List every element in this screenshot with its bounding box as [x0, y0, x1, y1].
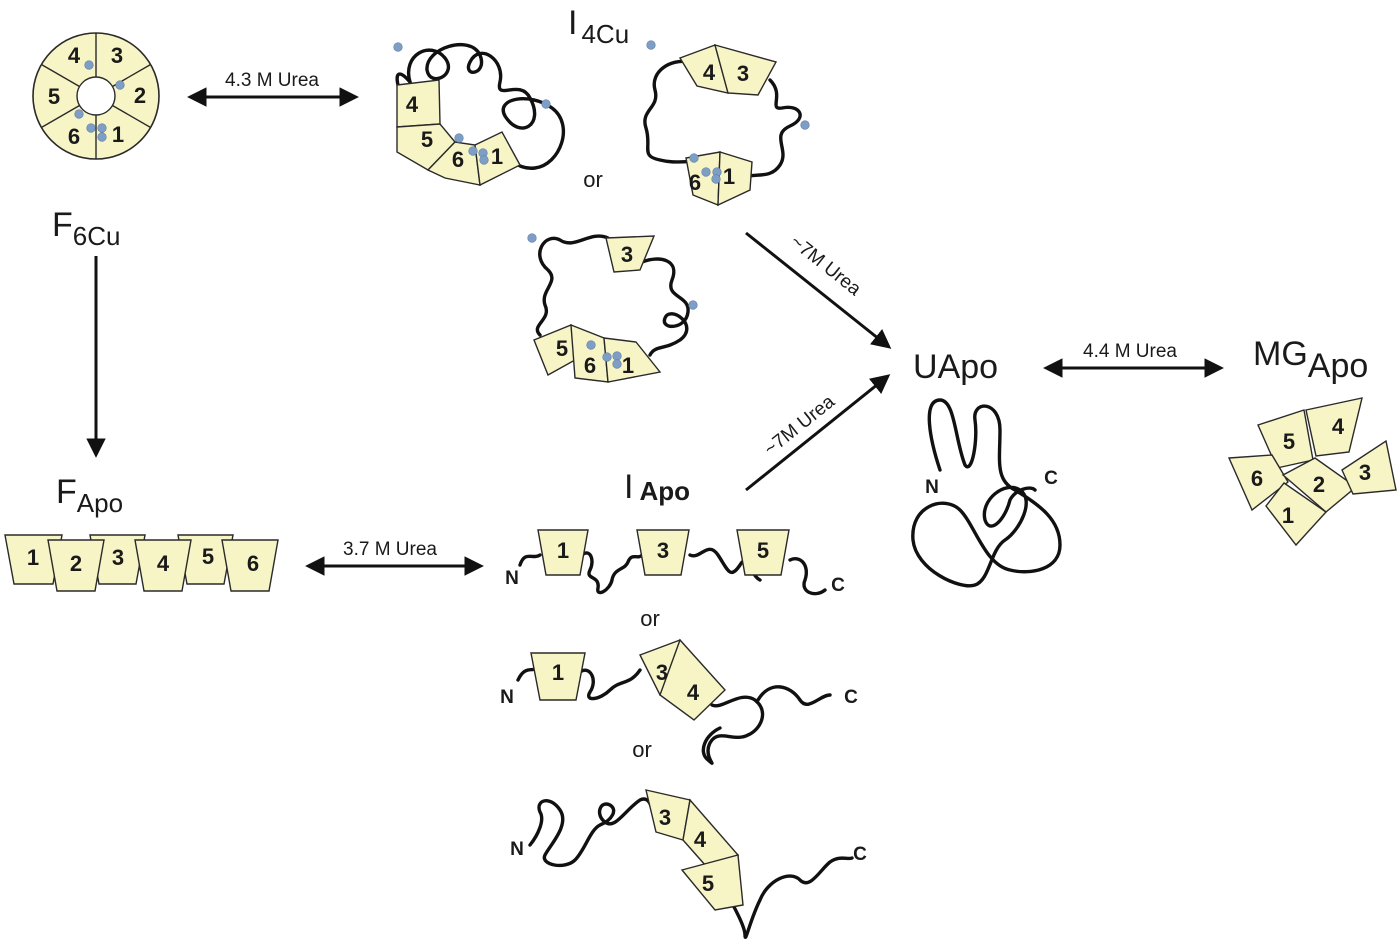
iapo-structure-b: 1 3 4 N C: [500, 638, 858, 765]
n-terminus: N: [500, 687, 514, 708]
segment-label: 4: [703, 60, 716, 85]
c-terminus: C: [853, 844, 867, 865]
copper-ions: [74, 60, 125, 142]
segment-label: 1: [622, 353, 634, 378]
arrow-f6cu-i4cu: 4.3 M Urea: [187, 70, 359, 107]
segment-label: 4: [694, 827, 707, 852]
segment-label: 4: [406, 92, 419, 117]
mgapo-label: MGApo: [1253, 335, 1368, 385]
segment-label: 3: [112, 545, 124, 570]
segment-label: 5: [48, 84, 60, 109]
segment-label: 3: [657, 538, 669, 563]
or-label: or: [583, 167, 603, 192]
segment-label: 6: [247, 551, 259, 576]
iapo-structure-a: 1 3 5 N C: [505, 529, 845, 596]
arrow-iapo-uapo: ~7M Urea: [745, 374, 891, 492]
segment-label: 6: [1251, 466, 1263, 491]
segment-label: 2: [1313, 472, 1325, 497]
segment-label: 3: [1359, 460, 1371, 485]
segment-label: 4: [157, 551, 170, 576]
segment-label: 3: [737, 61, 749, 86]
uapo-structure: N C: [911, 398, 1062, 588]
uapo-label: UApo: [913, 348, 998, 386]
transition-label: 4.4 M Urea: [1083, 341, 1177, 362]
segment-label: 2: [134, 83, 146, 108]
arrow-i4cu-uapo: ~7M Urea: [745, 231, 892, 349]
c-terminus: C: [844, 687, 858, 708]
mgapo-structure: 5 4 6 2 3 1: [1227, 397, 1397, 547]
fapo-structure: 1 2 3 4 5 6: [4, 534, 279, 592]
segment-label: 6: [452, 147, 464, 172]
or-label: or: [632, 737, 652, 762]
segment-label: 5: [757, 538, 769, 563]
f6cu-ring: 3 2 1 6 5 4: [32, 32, 160, 160]
n-terminus: N: [505, 568, 519, 589]
n-terminus: N: [925, 477, 939, 498]
iapo-structure-c: 3 4 5 N C: [510, 789, 867, 939]
segment-label: 3: [621, 242, 633, 267]
f6cu-label: F6Cu: [52, 206, 120, 251]
segment-label: 5: [556, 336, 568, 361]
arrow-fapo-iapo: 3.7 M Urea: [305, 539, 484, 576]
segment-label: 4: [1332, 414, 1345, 439]
segment-label: 4: [68, 43, 81, 68]
segment-label: 1: [557, 538, 569, 563]
segment-label: 6: [68, 124, 80, 149]
transition-label: ~7M Urea: [786, 231, 865, 300]
segment-label: 5: [421, 127, 433, 152]
segment-label: 5: [702, 871, 714, 896]
segment-label: 6: [689, 170, 701, 195]
segment-label: 1: [1282, 503, 1294, 528]
c-terminus: C: [1044, 468, 1058, 489]
c-terminus: C: [831, 575, 845, 596]
segment-label: 5: [1283, 429, 1295, 454]
transition-label: 4.3 M Urea: [225, 70, 319, 91]
segment-label: 1: [27, 545, 39, 570]
segment-label: 3: [659, 805, 671, 830]
segment-label: 3: [111, 43, 123, 68]
transition-label: 3.7 M Urea: [343, 539, 437, 560]
or-label: or: [640, 606, 660, 631]
segment-label: 1: [112, 122, 124, 147]
i4cu-structure-a: 4 5 6 1: [393, 42, 565, 187]
segment-label: 2: [70, 551, 82, 576]
fapo-label: FApo: [56, 473, 123, 518]
arrow-uapo-mgapo: 4.4 M Urea: [1043, 341, 1224, 378]
i4cu-structure-b: 4 3 6 1: [643, 40, 810, 207]
segment-label: 1: [723, 164, 735, 189]
segment-label: 5: [202, 544, 214, 569]
segment-label: 3: [656, 660, 668, 685]
segment-label: 4: [687, 680, 700, 705]
i4cu-structure-c: 3 5 6 1: [527, 233, 698, 383]
n-terminus: N: [510, 839, 524, 860]
segment-label: 6: [584, 353, 596, 378]
segment-label: 1: [552, 660, 564, 685]
segment-label: 1: [491, 144, 503, 169]
